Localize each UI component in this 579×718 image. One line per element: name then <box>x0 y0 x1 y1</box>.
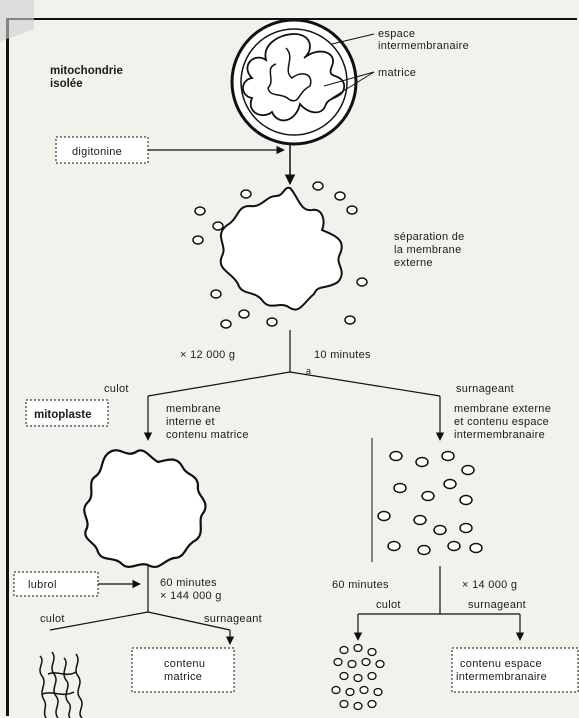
label-mitoplaste: mitoplaste <box>34 409 92 421</box>
label-membrane-externe-1: membrane externe <box>454 403 551 415</box>
label-time-10: 10 minutes <box>314 349 371 361</box>
label-contenu-espace-1: contenu espace <box>460 658 542 670</box>
label-separation-1: séparation de <box>394 231 465 243</box>
label-force-12000: × 12 000 g <box>180 349 235 361</box>
label-time-60-right: 60 minutes <box>332 579 389 591</box>
label-mark: a <box>306 366 311 376</box>
label-force-14000: × 14 000 g <box>462 579 517 591</box>
separated-mitochondrion-icon <box>221 188 342 310</box>
label-digitonine: digitonine <box>72 146 122 158</box>
inner-membrane-fragments <box>40 652 82 718</box>
label-time-60-left: 60 minutes <box>160 577 217 589</box>
label-culot-2: culot <box>40 613 65 625</box>
label-separation-3: externe <box>394 257 433 269</box>
vesicle-pellet <box>332 645 384 710</box>
label-matrice: matrice <box>378 67 416 79</box>
label-contenu-espace-2: intermembranaire <box>456 671 547 683</box>
contenu-matrice-box <box>132 648 234 692</box>
label-force-144000: × 144 000 g <box>160 590 222 602</box>
label-espace-2: intermembranaire <box>378 40 469 52</box>
label-lubrol: lubrol <box>28 579 57 591</box>
label-surnageant-2: surnageant <box>204 613 262 625</box>
outer-membrane-vesicles <box>378 452 482 555</box>
split-1-lines <box>148 330 440 396</box>
label-membrane-externe-3: intermembranaire <box>454 429 545 441</box>
label-mitochondrie-1: mitochondrie <box>50 65 123 77</box>
label-culot-3: culot <box>376 599 401 611</box>
label-culot-1: culot <box>104 383 129 395</box>
contenu-espace-box <box>452 648 578 692</box>
label-separation-2: la membrane <box>394 244 462 256</box>
label-surnageant-3: surnageant <box>468 599 526 611</box>
label-membrane-interne-2: interne et <box>166 416 215 428</box>
label-espace-1: espace <box>378 28 415 40</box>
label-surnageant-1: surnageant <box>456 383 514 395</box>
label-contenu-matrice-1: contenu <box>164 658 205 670</box>
label-membrane-externe-2: et contenu espace <box>454 416 549 428</box>
mitoplast-icon <box>84 450 205 567</box>
label-membrane-interne-3: contenu matrice <box>166 429 249 441</box>
label-contenu-matrice-2: matrice <box>164 671 202 683</box>
label-mitochondrie-2: isolée <box>50 78 83 90</box>
label-membrane-interne-1: membrane <box>166 403 221 415</box>
